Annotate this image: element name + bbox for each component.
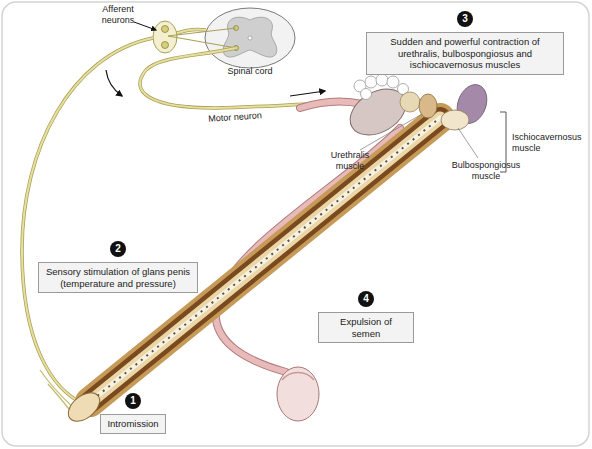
semen: [96, 121, 436, 397]
ureter: [300, 101, 362, 108]
part-label: Bulbospongiosus muscle: [446, 160, 526, 181]
leader-line: [458, 128, 478, 158]
ureter: [300, 101, 362, 108]
glans-penis: [63, 387, 105, 427]
callout-box: 1Intromission: [100, 414, 166, 434]
box-text: Sensory stimulation of glans penis (temp…: [45, 266, 191, 289]
bladder: [342, 80, 414, 145]
seminal-vesicle: [361, 89, 372, 100]
gray-matter: [223, 17, 277, 57]
testis: [277, 367, 319, 421]
prostate: [400, 92, 420, 112]
callout-number: 3: [457, 11, 473, 27]
corpus-spongiosum: [90, 118, 440, 402]
part-label: Spinal cord: [220, 66, 280, 77]
afferent-neuron-body: [162, 42, 169, 49]
part-label: Afferent neurons: [92, 4, 144, 25]
flow-arrow: [106, 70, 122, 96]
callout-number: 2: [110, 241, 126, 257]
urethra: [90, 118, 440, 402]
interneuron-fiber: [168, 28, 236, 48]
part-label: Ischiocavernosus muscle: [512, 132, 588, 153]
corpus-cavernosum: [90, 118, 440, 402]
penis-shaft: [90, 118, 440, 402]
central-canal: [248, 36, 252, 40]
seminal-vesicle: [376, 74, 388, 86]
callout-number: 4: [358, 291, 374, 307]
afferent-neuron-body: [162, 26, 169, 33]
epididymis: [282, 373, 314, 381]
callout-number: 1: [125, 393, 141, 409]
seminal-vesicle: [365, 76, 377, 88]
bulbospongiosus-muscle: [441, 110, 469, 130]
box-text: Intromission: [107, 418, 159, 430]
callout-box: 2Sensory stimulation of glans penis (tem…: [38, 262, 198, 293]
leader-line: [360, 114, 422, 150]
flow-arrow: [290, 91, 325, 96]
callout-box: 3Sudden and powerful contraction of uret…: [366, 32, 564, 75]
part-label: Urethralis muscle: [322, 150, 378, 171]
seminal-vesicle: [387, 76, 399, 88]
pointer-arrow: [134, 22, 156, 30]
spinal-cord: [205, 8, 295, 68]
box-text: Sudden and powerful contraction of ureth…: [373, 36, 557, 71]
callout-box: 4Expulsion of semen: [318, 312, 414, 343]
box-text: Expulsion of semen: [325, 316, 407, 339]
